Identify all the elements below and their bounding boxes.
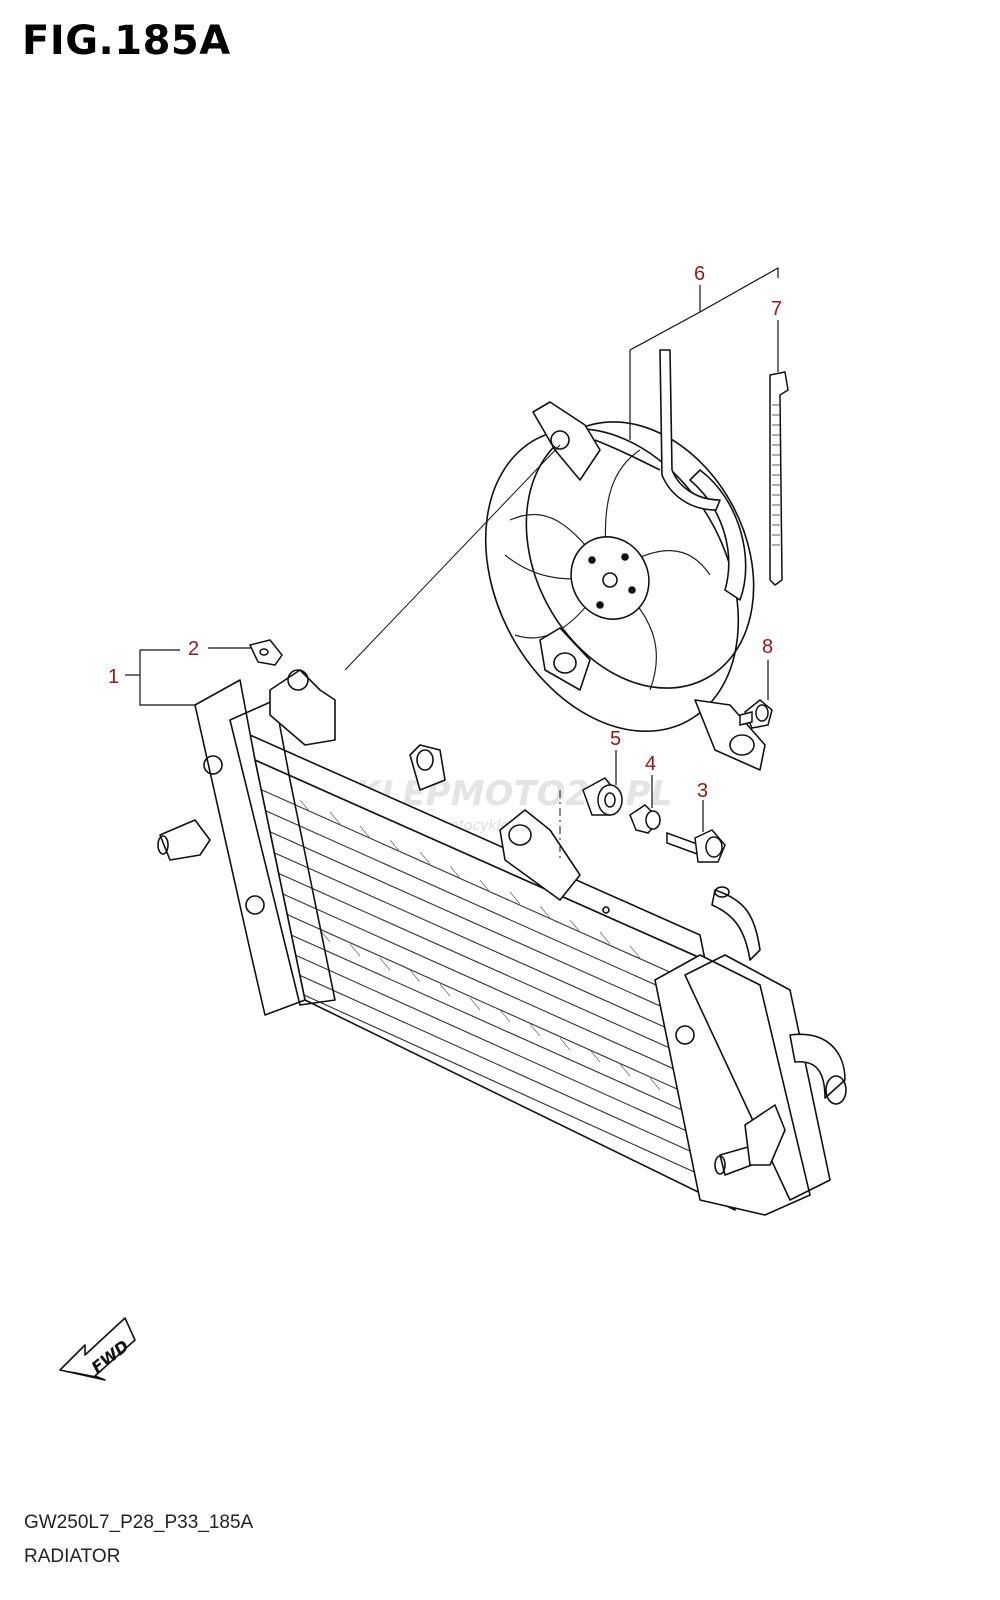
cable-tie	[769, 371, 789, 586]
callout-1: 1	[108, 666, 119, 688]
fwd-arrow-icon: FWD	[59, 1317, 136, 1381]
bolt-part-8	[739, 699, 773, 729]
cooling-fan-assembly	[484, 349, 766, 771]
figure-title: FIG.185A	[22, 18, 231, 64]
figure-name: RADIATOR	[24, 1546, 121, 1567]
radiator	[157, 669, 847, 1216]
grommet-part	[582, 777, 623, 816]
callout-5: 5	[610, 728, 621, 750]
callout-8: 8	[762, 636, 773, 658]
radiator-fin-hatch	[299, 799, 661, 1091]
callout-7: 7	[771, 298, 782, 320]
figure-code: GW250L7_P28_P33_185A	[24, 1512, 254, 1533]
small-parts	[248, 639, 773, 863]
callout-2: 2	[188, 638, 199, 660]
callout-labels: 1 2 3 4 5 6 7 8	[108, 263, 782, 802]
radiator-fins	[261, 789, 735, 1191]
callout-3: 3	[697, 780, 708, 802]
callout-6: 6	[694, 263, 705, 285]
callout-4: 4	[645, 753, 656, 775]
collar-part	[629, 804, 662, 834]
bolt-part-3	[666, 829, 726, 863]
leader-lines	[125, 266, 779, 832]
assembly-guide-lines	[344, 444, 561, 860]
